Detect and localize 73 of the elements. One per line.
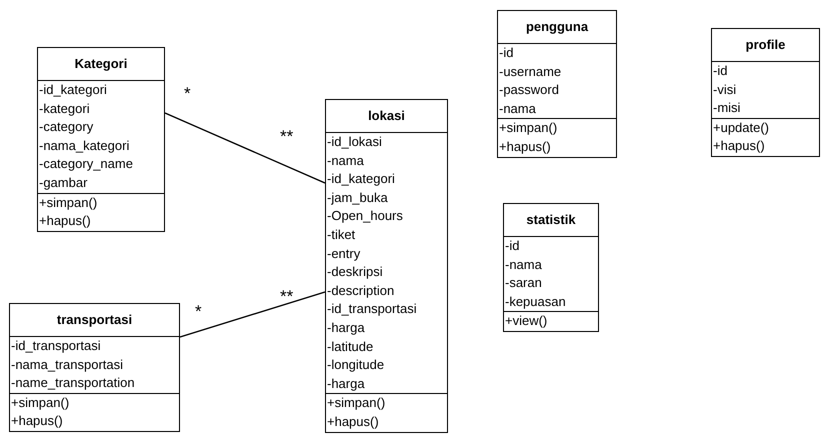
class-box bbox=[9, 303, 180, 432]
method-text: +hapus() bbox=[713, 137, 766, 156]
attribute-text: -nama bbox=[505, 256, 543, 274]
attribute-text: -category_name bbox=[39, 155, 134, 174]
attribute-text: -misi bbox=[713, 99, 742, 118]
attribute-text: -id bbox=[505, 237, 520, 255]
attribute-text: -nama_transportasi bbox=[11, 356, 124, 374]
attribute-text: -deskripsi bbox=[327, 263, 384, 282]
method-compartment bbox=[38, 192, 164, 231]
attribute-compartment bbox=[504, 236, 598, 312]
method-text: +hapus() bbox=[39, 212, 92, 230]
method-text: +hapus() bbox=[11, 412, 64, 430]
attribute-text: -description bbox=[327, 282, 396, 300]
class-name: statistik bbox=[525, 211, 577, 229]
association-line bbox=[180, 291, 326, 338]
attribute-compartment bbox=[326, 132, 447, 394]
method-compartment bbox=[504, 311, 598, 331]
attribute-text: -tiket bbox=[327, 226, 356, 244]
class-name: pengguna bbox=[524, 18, 590, 36]
attribute-text: -id_kategori bbox=[39, 81, 108, 99]
method-text: +simpan() bbox=[499, 119, 558, 138]
attribute-text: -id_transportasi bbox=[327, 300, 418, 318]
class-box bbox=[503, 203, 599, 332]
method-compartment bbox=[498, 118, 616, 157]
class-name: Kategori bbox=[74, 55, 128, 73]
attribute-compartment bbox=[10, 336, 179, 393]
method-text: +hapus() bbox=[327, 412, 380, 431]
multiplicity-label: ** bbox=[280, 127, 294, 147]
attribute-text: -visi bbox=[713, 80, 738, 99]
class-box bbox=[325, 99, 448, 432]
attribute-text: -jam_buka bbox=[327, 188, 389, 207]
attribute-text: -nama_kategori bbox=[39, 136, 130, 155]
attribute-text: -nama bbox=[327, 152, 365, 170]
attribute-text: -id_lokasi bbox=[327, 133, 383, 151]
attribute-text: -gambar bbox=[39, 174, 88, 192]
attribute-compartment bbox=[38, 80, 164, 193]
multiplicity-label: * bbox=[195, 302, 202, 322]
attribute-text: -id_transportasi bbox=[11, 337, 102, 355]
attribute-text: -id_kategori bbox=[327, 170, 396, 188]
attribute-text: -username bbox=[499, 62, 562, 81]
method-compartment bbox=[10, 392, 179, 431]
attribute-text: -entry bbox=[327, 244, 362, 263]
attribute-text: -latitude bbox=[327, 338, 374, 356]
method-text: +hapus() bbox=[499, 138, 552, 156]
class-name: profile bbox=[744, 36, 786, 54]
method-text: +simpan() bbox=[11, 394, 70, 412]
class-box bbox=[711, 28, 820, 157]
attribute-text: -harga bbox=[327, 318, 366, 337]
association-line bbox=[164, 112, 326, 184]
attribute-text: -kepuasan bbox=[505, 292, 567, 311]
attribute-text: -Open_hours bbox=[327, 207, 404, 226]
method-compartment bbox=[712, 118, 819, 156]
class-name: lokasi bbox=[367, 107, 406, 125]
attribute-text: -harga bbox=[327, 374, 366, 393]
method-text: +simpan() bbox=[39, 194, 98, 212]
attribute-text: -id bbox=[499, 44, 514, 62]
attribute-text: -id bbox=[713, 62, 728, 80]
attribute-text: -nama bbox=[499, 100, 537, 118]
attribute-text: -category bbox=[39, 118, 94, 136]
attribute-text: -kategori bbox=[39, 100, 91, 118]
multiplicity-label: ** bbox=[280, 287, 294, 307]
attribute-text: -longitude bbox=[327, 356, 386, 374]
class-box bbox=[497, 10, 617, 158]
method-text: +simpan() bbox=[327, 394, 386, 412]
class-name: transportasi bbox=[56, 311, 134, 329]
method-text: +view() bbox=[505, 312, 548, 330]
multiplicity-label: * bbox=[184, 84, 191, 104]
method-compartment bbox=[326, 393, 447, 432]
attribute-text: -saran bbox=[505, 274, 543, 292]
method-text: +update() bbox=[713, 118, 770, 137]
class-box bbox=[37, 47, 165, 232]
attribute-text: -password bbox=[499, 81, 560, 100]
attribute-text: -name_transportation bbox=[11, 374, 136, 392]
